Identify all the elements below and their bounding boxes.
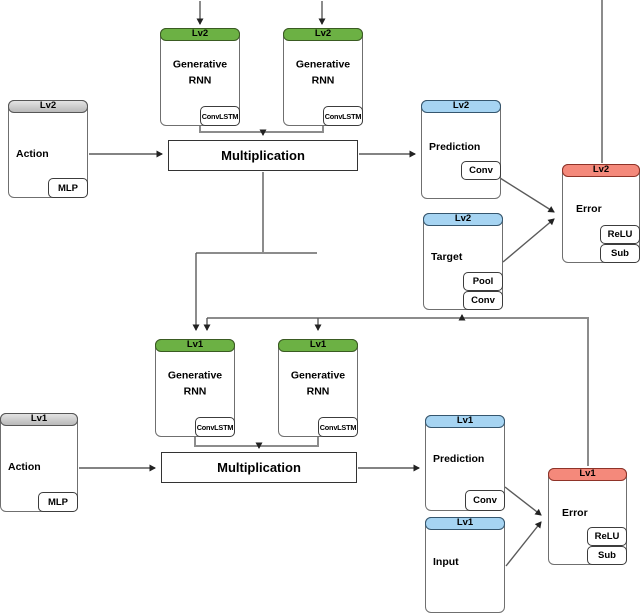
op-convlstm: ConvLSTM	[195, 417, 235, 437]
op-sub: Sub	[587, 546, 627, 565]
node-prediction-lv2: Lv2 Prediction Conv	[421, 100, 501, 199]
op-pool: Pool	[463, 272, 503, 291]
op-sub: Sub	[600, 244, 640, 263]
op-convlstm: ConvLSTM	[318, 417, 358, 437]
op-relu: ReLU	[600, 225, 640, 244]
edge-mult-lv2-down-trunk	[196, 172, 317, 254]
op-list: ConvLSTM	[195, 417, 235, 437]
edge-prediction-to-error-lv1	[504, 486, 542, 516]
op-conv: Conv	[461, 161, 501, 180]
level-badge: Lv1	[278, 339, 358, 352]
level-badge: Lv2	[421, 100, 501, 113]
level-badge: Lv2	[8, 100, 88, 113]
level-badge: Lv2	[423, 213, 503, 226]
edge-error-lv1-feedback-trunk	[207, 317, 589, 466]
node-error-lv1: Lv1 Error ReLU Sub	[548, 468, 627, 565]
node-prediction-lv1: Lv1 Prediction Conv	[425, 415, 505, 511]
op-list: MLP	[38, 492, 78, 512]
op-list: ConvLSTM	[200, 106, 240, 126]
node-title: Target	[431, 250, 463, 263]
op-list: ConvLSTM	[323, 106, 363, 126]
node-title: Action	[8, 461, 41, 474]
level-badge: Lv2	[283, 28, 363, 41]
op-convlstm: ConvLSTM	[323, 106, 363, 126]
level-badge: Lv2	[562, 164, 640, 177]
node-multiplication-lv1: Multiplication	[161, 452, 357, 483]
edge-input-to-error-lv1	[505, 521, 542, 567]
edge-target-to-error-lv2	[502, 218, 555, 263]
op-mlp: MLP	[48, 178, 88, 198]
op-list: ReLU Sub	[600, 225, 640, 263]
op-convlstm: ConvLSTM	[200, 106, 240, 126]
level-badge: Lv2	[160, 28, 240, 41]
op-relu: ReLU	[587, 527, 627, 546]
node-title: Generative RNN	[295, 58, 351, 87]
op-list: Conv	[465, 490, 505, 511]
node-generative-rnn-lv1-left: Lv1 Generative RNN ConvLSTM	[155, 339, 235, 437]
node-action-lv1: Lv1 Action MLP	[0, 413, 78, 512]
node-multiplication-lv2: Multiplication	[168, 140, 358, 171]
op-list: Conv	[461, 161, 501, 180]
node-error-lv2: Lv2 Error ReLU Sub	[562, 164, 640, 263]
node-title: Input	[433, 556, 459, 569]
op-conv: Conv	[465, 490, 505, 511]
level-badge: Lv1	[425, 517, 505, 530]
node-action-lv2: Lv2 Action MLP	[8, 100, 88, 198]
level-badge: Lv1	[155, 339, 235, 352]
op-list: ConvLSTM	[318, 417, 358, 437]
node-title: Action	[16, 147, 49, 160]
edge-prediction-to-error-lv2	[499, 177, 555, 213]
node-title: Prediction	[433, 453, 485, 466]
node-title: Generative RNN	[172, 58, 228, 87]
level-badge: Lv1	[0, 413, 78, 426]
node-target-lv2: Lv2 Target Pool Conv	[423, 213, 503, 310]
node-generative-rnn-lv2-right: Lv2 Generative RNN ConvLSTM	[283, 28, 363, 126]
level-badge: Lv1	[425, 415, 505, 428]
op-list: MLP	[48, 178, 88, 198]
op-list: Pool Conv	[463, 272, 503, 310]
node-title: Generative RNN	[167, 369, 223, 398]
op-conv: Conv	[463, 291, 503, 310]
edge-rnn-lv2-join	[199, 126, 324, 133]
edge-rnn-lv1-join	[194, 437, 319, 447]
op-mlp: MLP	[38, 492, 78, 512]
node-generative-rnn-lv1-right: Lv1 Generative RNN ConvLSTM	[278, 339, 358, 437]
op-list: ReLU Sub	[587, 527, 627, 565]
node-input-lv1: Lv1 Input	[425, 517, 505, 613]
node-generative-rnn-lv2-left: Lv2 Generative RNN ConvLSTM	[160, 28, 240, 126]
node-title: Generative RNN	[290, 369, 346, 398]
level-badge: Lv1	[548, 468, 627, 481]
node-title: Error	[562, 506, 588, 519]
node-title: Prediction	[429, 140, 481, 153]
node-title: Error	[576, 202, 602, 215]
